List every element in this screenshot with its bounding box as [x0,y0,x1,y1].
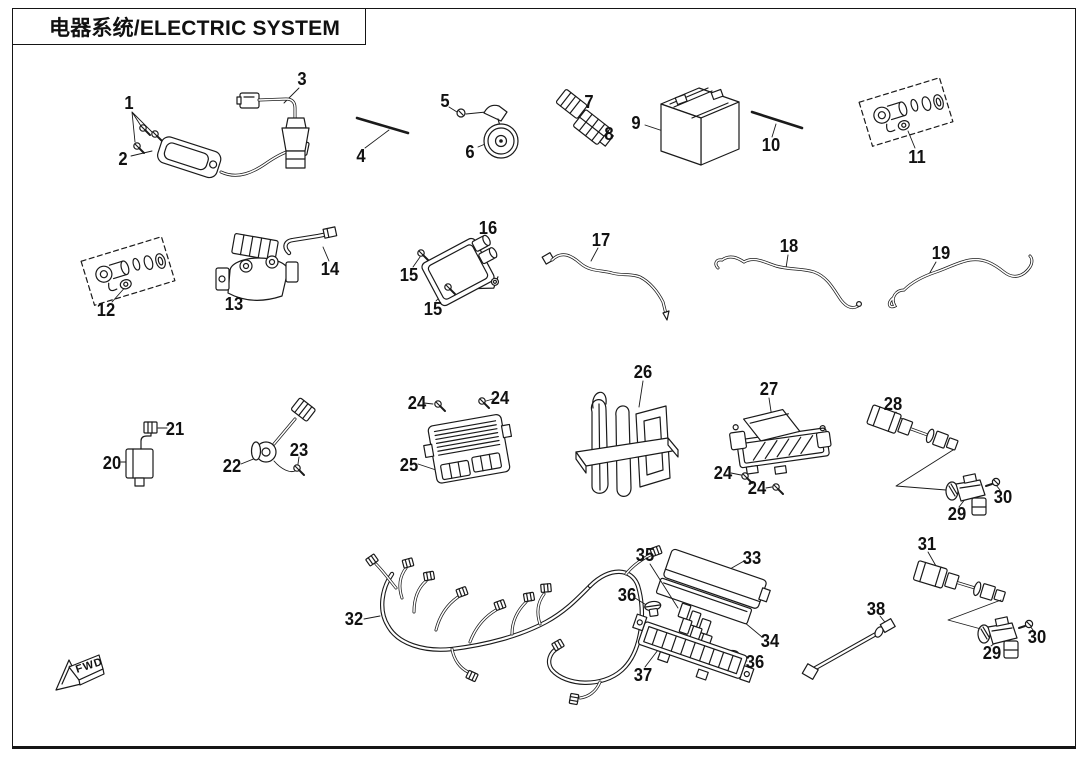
part-27-ecu [729,397,832,495]
part-20-21-flasher [120,421,168,487]
part-33-fusebox-cover [663,548,771,609]
part-18-cable [714,254,862,310]
part-5-bolt [448,106,487,118]
part-34-fusebox-seal [655,577,763,638]
part-32-wiring-harness [363,544,663,706]
page-title: 电器系统/ELECTRIC SYSTEM [49,16,341,40]
part-13-starter-relay [215,233,299,301]
part-4-rod [355,116,410,149]
part-28-cable [865,403,962,491]
part-31-cable [911,551,1009,633]
part-24-25-rectifier [417,396,513,484]
page-border [12,8,1076,749]
part-19-cable [887,254,1034,309]
part-35-fuses [649,563,713,651]
part-1-screws [131,111,163,154]
part-10-rod [750,110,804,138]
part-17-cable [541,247,670,321]
part-26-bracket [575,380,679,497]
part-29-30-sensor-upper [945,473,1001,516]
part-9-battery [644,87,740,166]
title-box: 电器系统/ELECTRIC SYSTEM [12,8,366,45]
part-7-8-connectors [555,89,614,147]
part-6-horn [477,104,519,159]
part-11-kit [858,77,954,149]
part-14-strap [283,226,338,262]
part-37-fusebox-base [632,613,755,683]
part-38-tube [801,615,896,680]
part-22-23-sensor [240,397,316,476]
part-15-16-cdi-unit [412,234,500,307]
fwd-arrow: FWD [55,654,105,691]
part-2-ignition-coil [130,136,310,179]
part-29-30-sensor-lower [977,616,1034,659]
part-12-kit [80,236,176,306]
part-3-plug-cap [236,87,310,169]
